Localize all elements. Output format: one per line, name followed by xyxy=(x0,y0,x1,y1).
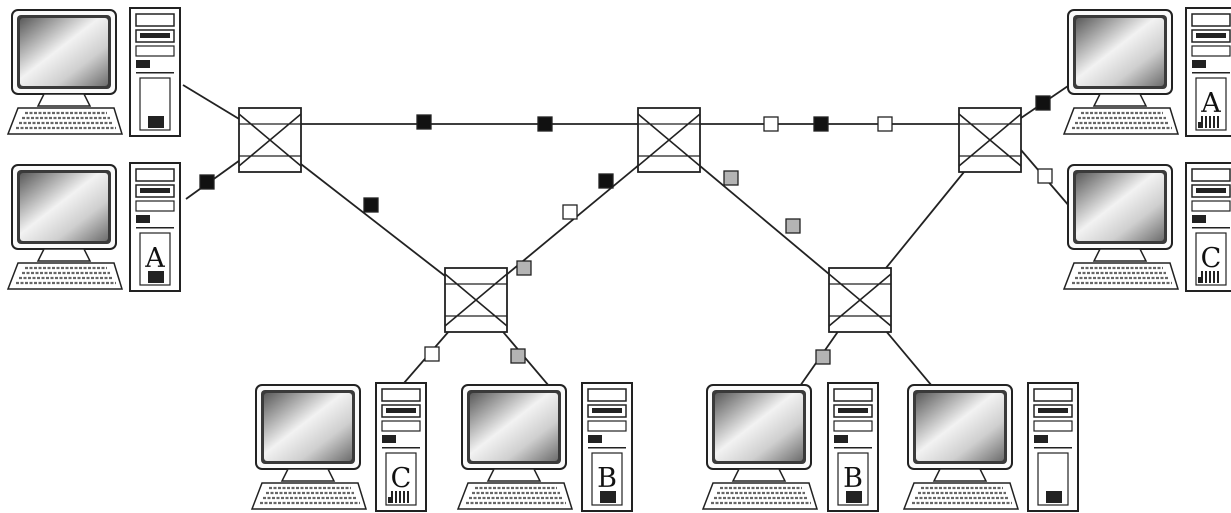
sw-top-right-switch xyxy=(958,107,1022,173)
pc-top-right-2: C xyxy=(1062,162,1231,292)
pc-top-left-2: A xyxy=(6,162,181,292)
packet-gray xyxy=(723,170,739,186)
packet-black xyxy=(1035,95,1051,111)
sw-bottom-right-switch xyxy=(828,267,892,333)
monitor-icon xyxy=(1067,164,1173,262)
computer-label: A xyxy=(144,243,165,274)
packet-gray xyxy=(785,218,801,234)
monitor-icon xyxy=(1067,9,1173,107)
packet-black xyxy=(813,116,829,132)
packet-gray xyxy=(516,260,532,276)
pc-bottom-3: B xyxy=(701,382,879,512)
tower-icon xyxy=(827,382,879,512)
network-links xyxy=(182,84,1071,387)
monitor-icon xyxy=(907,384,1013,482)
packet-gray xyxy=(510,348,526,364)
pc-bottom-4 xyxy=(902,382,1079,512)
keyboard-icon xyxy=(456,482,574,510)
packet-white xyxy=(1037,168,1053,184)
pc-top-right-1: A xyxy=(1062,7,1231,137)
monitor-icon xyxy=(706,384,812,482)
keyboard-icon xyxy=(902,482,1020,510)
keyboard-icon xyxy=(6,107,124,135)
packet-white xyxy=(562,204,578,220)
tower-icon xyxy=(129,7,181,137)
network-switches xyxy=(238,107,1022,333)
tower-icon xyxy=(129,162,181,292)
tower-icon xyxy=(1027,382,1079,512)
tower-icon xyxy=(1185,162,1231,292)
pc-bottom-1: C xyxy=(250,382,427,512)
packet-white xyxy=(877,116,893,132)
packet-black xyxy=(537,116,553,132)
sw-top-middle-switch xyxy=(637,107,701,173)
monitor-icon xyxy=(11,9,117,107)
computer-label: C xyxy=(391,463,412,494)
packet-white xyxy=(424,346,440,362)
keyboard-icon xyxy=(1062,262,1180,290)
packet-black xyxy=(598,173,614,189)
sw-bottom-left-switch xyxy=(444,267,508,333)
tower-icon xyxy=(581,382,633,512)
monitor-icon xyxy=(255,384,361,482)
link-sw-bl-to-sw-tm xyxy=(475,139,670,301)
packet-gray xyxy=(815,349,831,365)
keyboard-icon xyxy=(1062,107,1180,135)
packet-black xyxy=(416,114,432,130)
tower-icon xyxy=(375,382,427,512)
packet-white xyxy=(763,116,779,132)
network-computers: A A C C B B xyxy=(6,7,1231,512)
data-packets xyxy=(199,95,1053,365)
keyboard-icon xyxy=(701,482,819,510)
computer-label: B xyxy=(597,463,617,494)
monitor-icon xyxy=(461,384,567,482)
sw-top-left-switch xyxy=(238,107,302,173)
computer-label: B xyxy=(843,463,863,494)
keyboard-icon xyxy=(6,262,124,290)
pc-top-left-1 xyxy=(6,7,181,137)
tower-icon xyxy=(1185,7,1231,137)
monitor-icon xyxy=(11,164,117,262)
computer-label: C xyxy=(1201,243,1222,274)
keyboard-icon xyxy=(250,482,368,510)
computer-label: A xyxy=(1200,88,1221,119)
pc-bottom-2: B xyxy=(456,382,633,512)
packet-black xyxy=(363,197,379,213)
packet-black xyxy=(199,174,215,190)
link-sw-tl-to-sw-bl xyxy=(269,139,477,301)
